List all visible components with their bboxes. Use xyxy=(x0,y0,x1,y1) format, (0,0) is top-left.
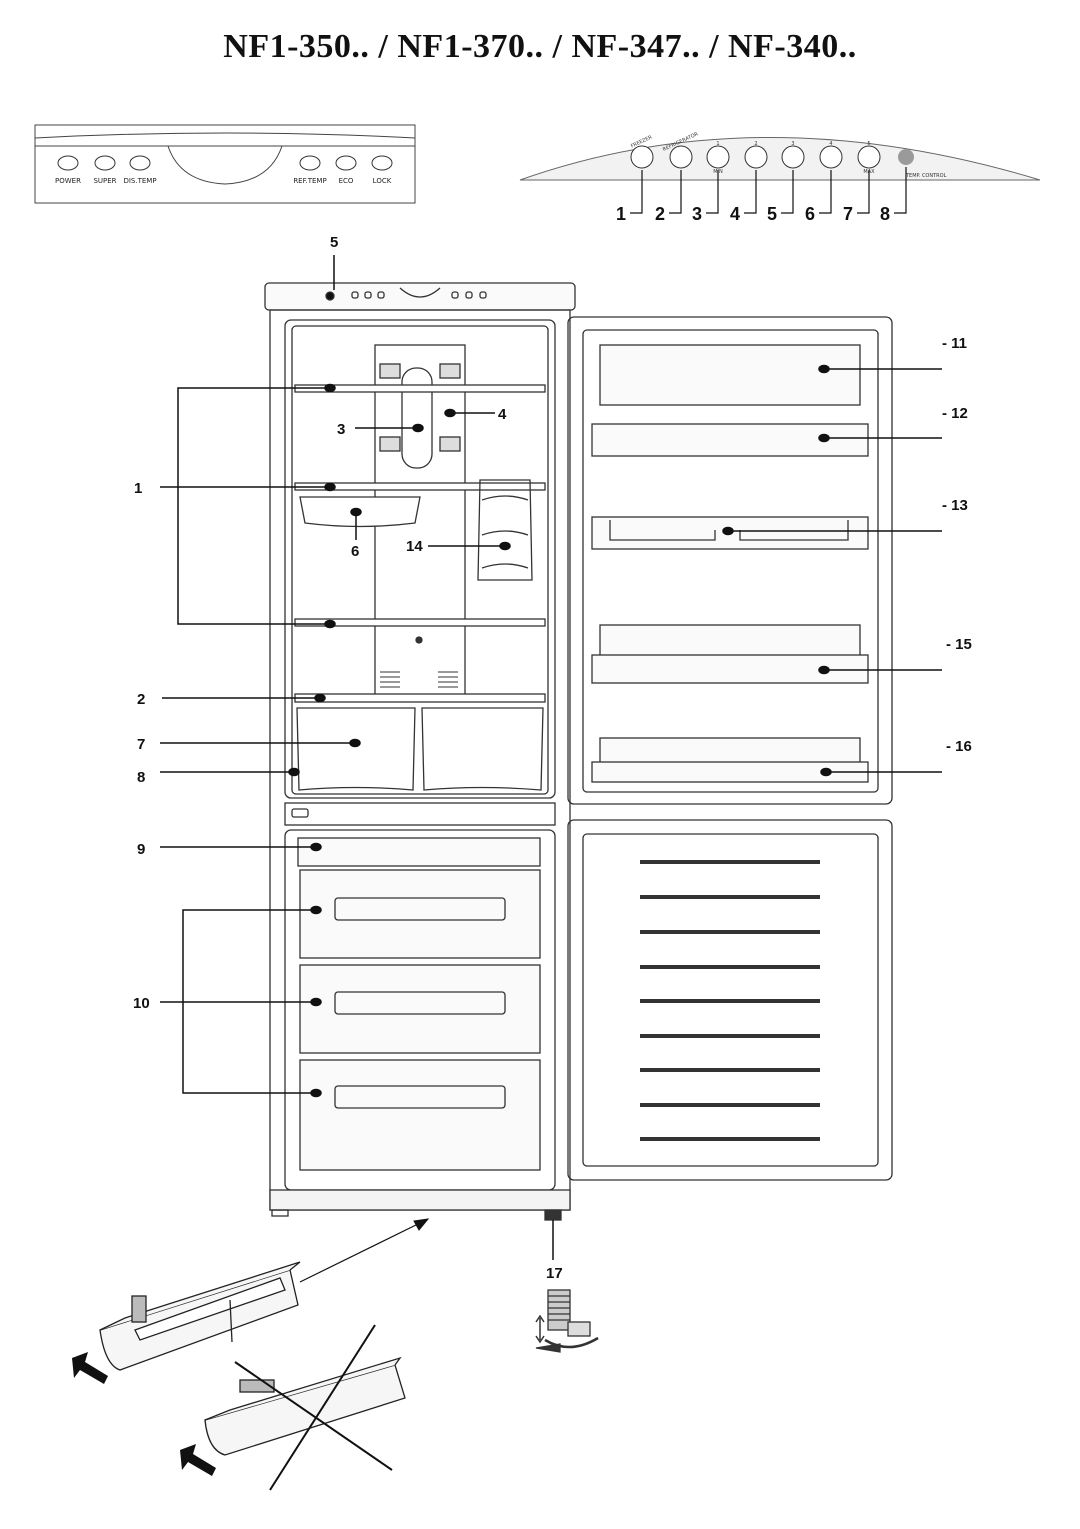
callout-7: 7 xyxy=(137,736,145,753)
panel-number-1: 1 xyxy=(616,204,626,224)
callout-3: 3 xyxy=(337,421,345,438)
callout-9: 9 xyxy=(137,841,145,858)
panel-button-power[interactable] xyxy=(57,155,79,171)
callout-14: 14 xyxy=(406,538,423,555)
panel-number-8: 8 xyxy=(880,204,890,224)
freezer-door-shelf-icon xyxy=(99,1261,301,1371)
callout-11: - 11 xyxy=(942,335,967,352)
fridge-body xyxy=(264,282,576,1221)
freezer-door-shelf-icon xyxy=(204,1356,406,1456)
electronic-control-panel: POWER SUPER DIS.TEMP REF.TEMP ECO LOCK xyxy=(34,124,416,204)
callout-labels: 1 2 3 4 5 6 7 8 9 10 - 11 - 12 - 13 14 -… xyxy=(133,234,972,1282)
callout-10: 10 xyxy=(133,995,150,1012)
callout-leaders xyxy=(160,255,942,1260)
callout-1: 1 xyxy=(134,480,142,497)
knob-2[interactable] xyxy=(744,145,768,169)
knob-refrigerator[interactable] xyxy=(669,145,693,169)
panel-number-5: 5 xyxy=(767,204,777,224)
knob-label-4: 4 xyxy=(829,141,832,147)
page-title: NF1-350.. / NF1-370.. / NF-347.. / NF-34… xyxy=(223,28,857,65)
callout-8: 8 xyxy=(137,769,145,786)
knob-1[interactable] xyxy=(706,145,730,169)
refrigerator-door xyxy=(567,316,893,805)
panel-button-super[interactable] xyxy=(94,155,116,171)
panel-button-lock[interactable] xyxy=(371,155,393,171)
label-ref-temp: REF.TEMP xyxy=(293,177,326,185)
temp-control-label: TEMP. CONTROL xyxy=(905,173,947,179)
panel-number-6: 6 xyxy=(805,204,815,224)
adjustable-foot-icon xyxy=(535,1289,599,1353)
arrow-icon xyxy=(72,1352,108,1384)
panel-number-7: 7 xyxy=(843,204,853,224)
label-power: POWER xyxy=(55,177,81,185)
knob-4[interactable] xyxy=(819,145,843,169)
panel-number-2: 2 xyxy=(655,204,665,224)
panel-number-3: 3 xyxy=(692,204,702,224)
callout-5: 5 xyxy=(330,234,338,251)
label-lock: LOCK xyxy=(373,177,392,185)
temp-indicator-light xyxy=(898,149,914,165)
knob-label-5: 5 xyxy=(867,141,870,147)
knob-label-2: 2 xyxy=(754,141,757,147)
callout-13: - 13 xyxy=(942,497,968,514)
callout-2: 2 xyxy=(137,691,145,708)
panel-number-4: 4 xyxy=(730,204,740,224)
freezer-door xyxy=(567,819,893,1181)
knob-3[interactable] xyxy=(781,145,805,169)
label-dis-temp: DIS.TEMP xyxy=(123,177,156,185)
knob-freezer[interactable] xyxy=(630,145,654,169)
callout-15: - 15 xyxy=(946,636,972,653)
label-eco: ECO xyxy=(339,177,354,185)
knob-control-panel: FREEZER REFRIGERATOR 1 2 3 4 5 MIN MAX T… xyxy=(519,131,1041,224)
panel-button-dis-temp[interactable] xyxy=(129,155,151,171)
label-super: SUPER xyxy=(93,177,116,185)
callout-16: - 16 xyxy=(946,738,972,755)
knob-label-1: 1 xyxy=(716,141,719,147)
arrow-icon xyxy=(299,1218,430,1283)
cross-mark-icon xyxy=(234,1324,393,1491)
arrow-icon xyxy=(180,1444,216,1476)
knob-5[interactable] xyxy=(857,145,881,169)
callout-12: - 12 xyxy=(942,405,968,422)
callout-4: 4 xyxy=(498,406,507,423)
knob-label-3: 3 xyxy=(791,141,794,147)
callout-6: 6 xyxy=(351,543,359,560)
callout-17: 17 xyxy=(546,1265,563,1282)
panel-button-eco[interactable] xyxy=(335,155,357,171)
panel-button-ref-temp[interactable] xyxy=(299,155,321,171)
